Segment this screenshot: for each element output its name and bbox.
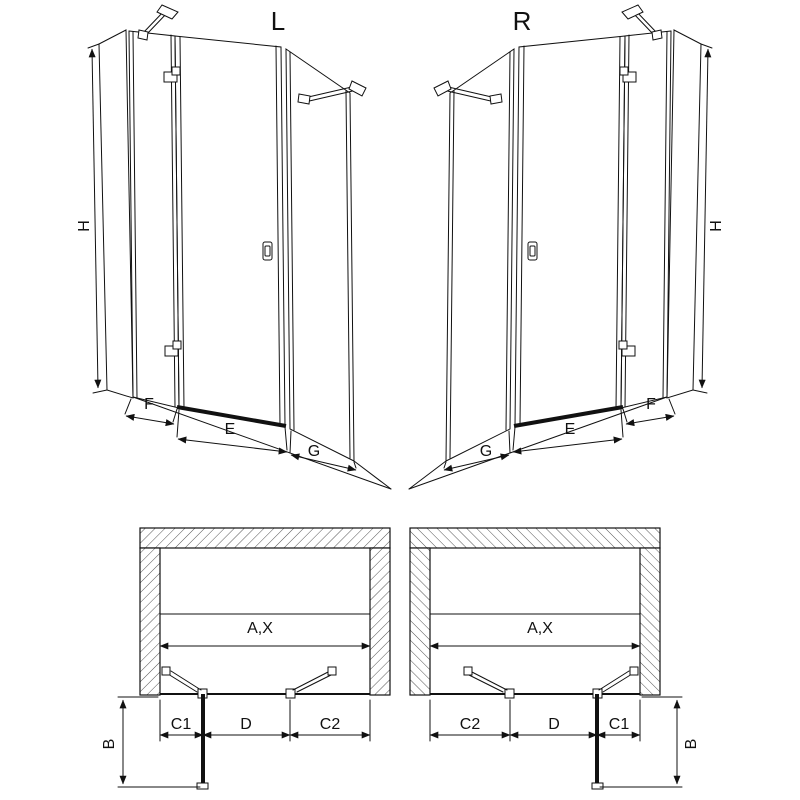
left-dim-label-f: F [144, 396, 154, 413]
left-plan-drawing [118, 528, 390, 789]
left-plan-seg1-label: C1 [171, 716, 192, 733]
right-plan-width-label: A,X [527, 620, 553, 637]
left-plan-depth-label: B [101, 739, 118, 750]
right-plan-drawing [410, 528, 682, 789]
right-dim-label-h: H [708, 220, 725, 232]
right-plan-seg2-label: D [548, 716, 560, 733]
right-plan-depth-label: B [683, 739, 700, 750]
left-dim-label-e: E [225, 421, 236, 438]
left-plan-seg2-label: D [240, 716, 252, 733]
right-plan-seg1-label: C2 [460, 716, 481, 733]
right-dim-label-f: F [646, 396, 656, 413]
left-plan-width-label: A,X [247, 620, 273, 637]
left-variant-title: L [271, 6, 285, 36]
right-plan-seg3-label: C1 [609, 716, 630, 733]
left-dim-label-h: H [76, 220, 93, 232]
left-elevation-drawing [88, 5, 391, 489]
left-plan-seg3-label: C2 [320, 716, 341, 733]
left-dim-label-g: G [308, 443, 320, 460]
right-dim-label-e: E [565, 421, 576, 438]
right-dim-label-g: G [480, 443, 492, 460]
right-variant-title: R [513, 6, 532, 36]
right-elevation-drawing [409, 5, 712, 489]
